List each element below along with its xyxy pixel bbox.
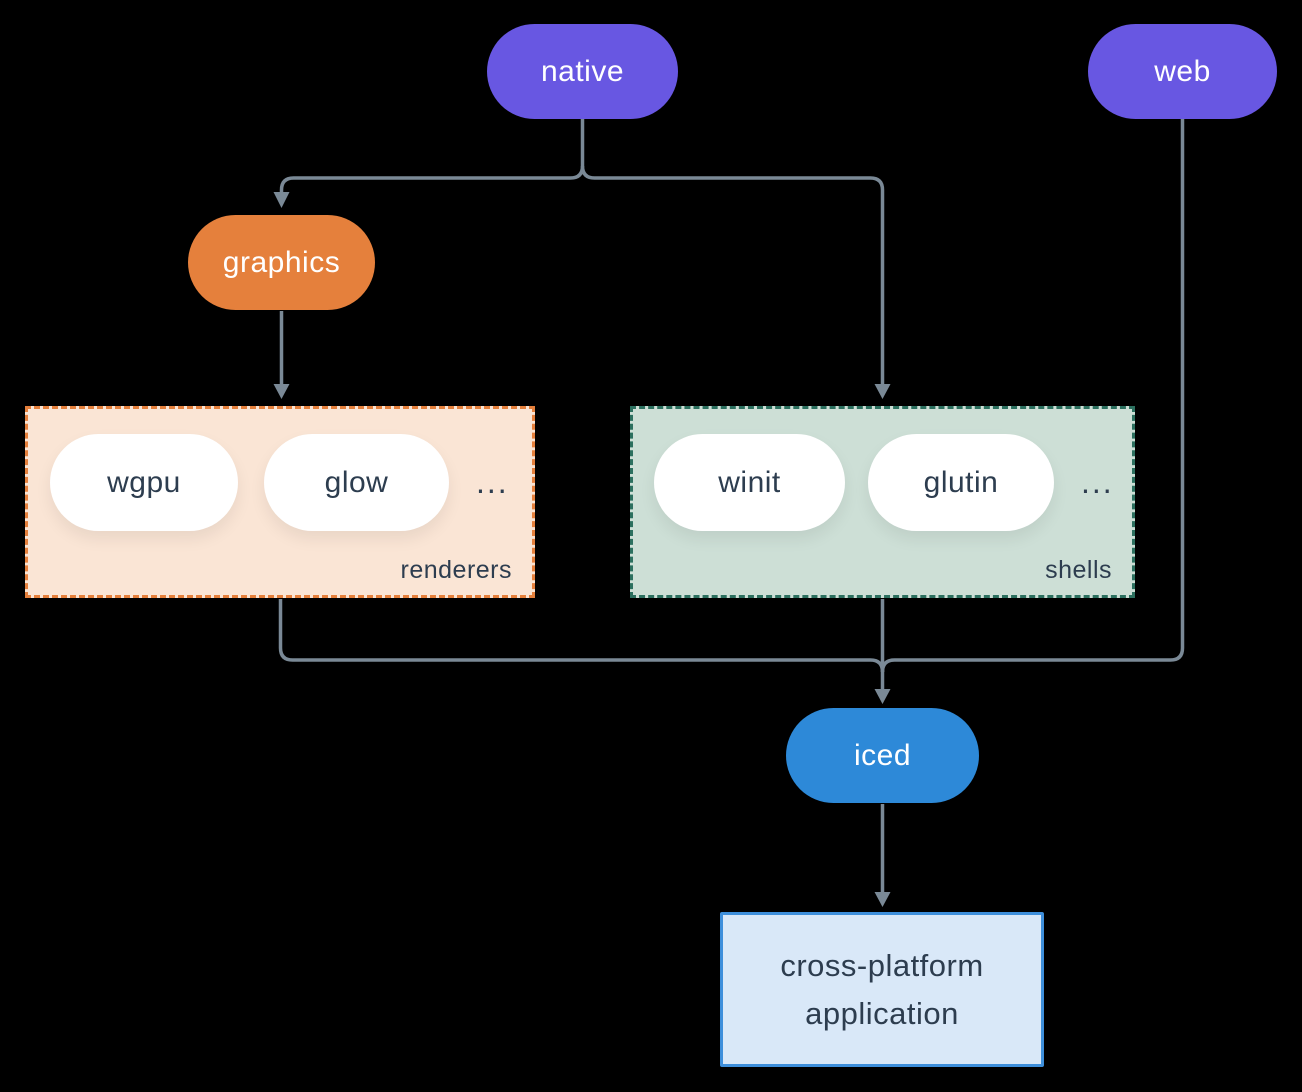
node-web: web bbox=[1088, 24, 1277, 119]
arrowhead-iced bbox=[874, 689, 891, 704]
application-label-line1: cross-platform bbox=[780, 947, 984, 983]
edge-renderers-iced bbox=[278, 599, 885, 673]
arrowhead-application bbox=[874, 892, 891, 907]
node-graphics-label: graphics bbox=[222, 245, 341, 279]
node-winit: winit bbox=[654, 434, 845, 531]
application-label-line2: application bbox=[805, 995, 959, 1031]
node-native: native bbox=[487, 24, 678, 119]
node-application: cross-platform application bbox=[720, 912, 1044, 1067]
node-web-label: web bbox=[1154, 54, 1211, 88]
arrowhead-renderers bbox=[273, 384, 290, 399]
node-native-label: native bbox=[540, 54, 625, 88]
node-glutin-label: glutin bbox=[923, 465, 999, 499]
edge-native-shells bbox=[580, 165, 885, 384]
group-shells: winit glutin ... shells bbox=[630, 406, 1135, 598]
node-wgpu: wgpu bbox=[50, 434, 238, 531]
renderers-group-label: renderers bbox=[400, 556, 512, 584]
group-renderers: wgpu glow ... renderers bbox=[25, 406, 535, 598]
node-wgpu-label: wgpu bbox=[107, 465, 181, 499]
node-glow: glow bbox=[264, 434, 449, 531]
node-graphics: graphics bbox=[188, 215, 375, 310]
arrowhead-graphics bbox=[273, 192, 290, 208]
renderers-ellipsis: ... bbox=[476, 464, 509, 500]
node-iced-label: iced bbox=[853, 738, 912, 772]
node-winit-label: winit bbox=[718, 465, 781, 499]
arrowhead-shells bbox=[874, 384, 891, 399]
shells-group-label: shells bbox=[1045, 556, 1112, 584]
node-iced: iced bbox=[786, 708, 979, 803]
node-glutin: glutin bbox=[868, 434, 1054, 531]
edge-native-graphics bbox=[279, 165, 585, 192]
node-glow-label: glow bbox=[324, 465, 389, 499]
shells-ellipsis: ... bbox=[1081, 464, 1114, 500]
